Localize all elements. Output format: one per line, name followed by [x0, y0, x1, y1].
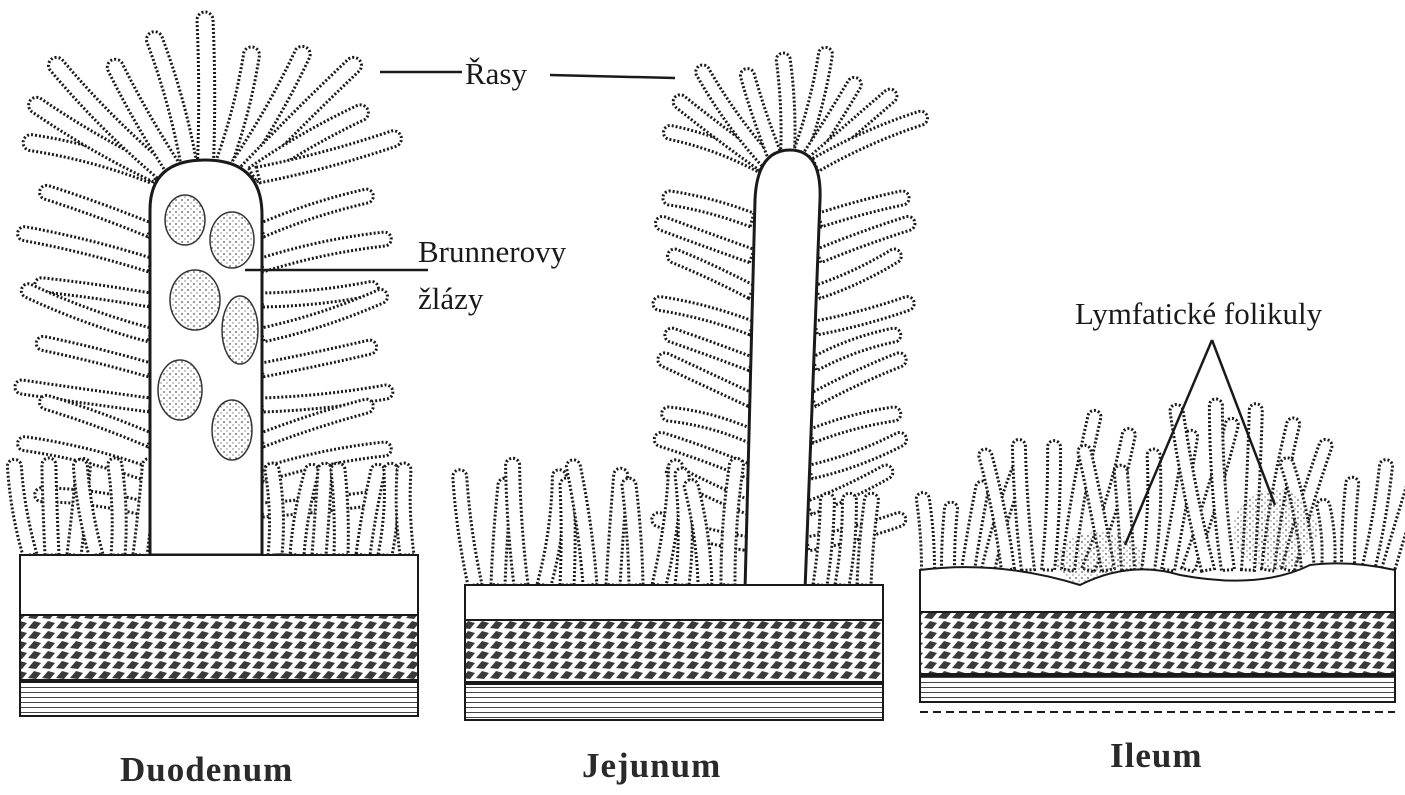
- ileum-villi: [916, 399, 1405, 572]
- villus: [260, 189, 373, 237]
- section-title-ileum: Ileum: [1110, 738, 1203, 773]
- villus: [261, 232, 392, 272]
- villus: [622, 478, 643, 585]
- villus: [916, 493, 934, 571]
- villus: [857, 493, 878, 585]
- jejunum-villi: [453, 47, 928, 586]
- duodenum-muscle-longitudinal: [20, 682, 418, 716]
- villus: [941, 502, 957, 570]
- duodenum-submucosa: [20, 555, 418, 615]
- jejunum-plica: [745, 150, 820, 590]
- jejunum-muscle-circular: [465, 620, 883, 682]
- duodenum-section: [7, 12, 418, 716]
- villus: [1012, 440, 1034, 571]
- section-title-jejunum: Jejunum: [582, 748, 721, 783]
- jejunum-submucosa: [465, 585, 883, 620]
- lymphatic-label: Lymfatické folikuly: [1075, 298, 1322, 329]
- ileum-muscle-longitudinal: [920, 676, 1395, 702]
- villus: [653, 297, 753, 335]
- villus: [7, 459, 37, 556]
- villus: [1317, 499, 1335, 570]
- villus: [42, 458, 59, 555]
- jejunum-muscle-longitudinal: [465, 684, 883, 720]
- villus: [506, 458, 528, 585]
- ileum-submucosa: [920, 563, 1395, 612]
- villi-leader-right: [550, 75, 675, 78]
- ileum-muscle-circular: [920, 612, 1395, 674]
- villus: [18, 227, 152, 272]
- villus: [721, 458, 743, 585]
- brunner-label-line2: žlázy: [418, 283, 483, 314]
- section-title-duodenum: Duodenum: [120, 752, 293, 787]
- villus: [261, 340, 377, 377]
- villus: [197, 12, 215, 175]
- villus: [36, 336, 151, 376]
- villi-label: Řasy: [465, 58, 527, 89]
- villus: [1341, 477, 1358, 570]
- ileum-section: [916, 399, 1405, 712]
- villus: [453, 470, 482, 586]
- brunner-label-line1: Brunnerovy: [418, 236, 566, 267]
- villus: [40, 185, 153, 236]
- villus: [396, 463, 414, 555]
- jejunum-section: [453, 47, 928, 720]
- duodenum-muscle-circular: [20, 615, 418, 680]
